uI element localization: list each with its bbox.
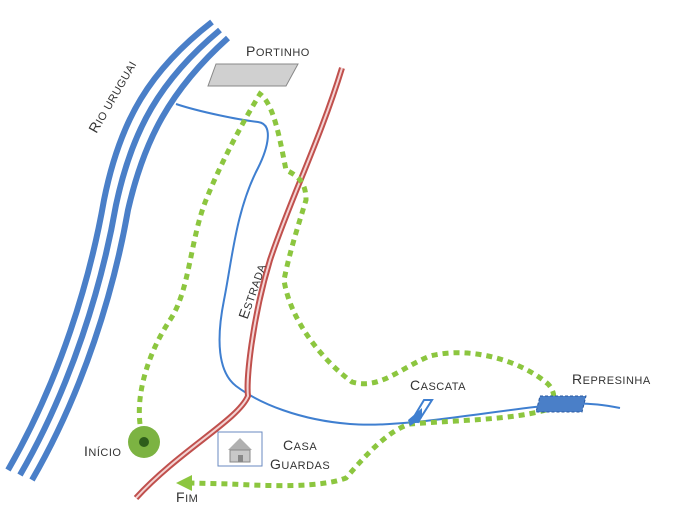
cascata-label: Cascata: [410, 377, 467, 393]
casa-label-line1: Casa: [283, 437, 318, 453]
portinho-dock: [207, 63, 299, 87]
rio-uruguai-river: [5, 19, 231, 482]
estrada-road: [133, 67, 345, 501]
portinho-label: Portinho: [246, 43, 310, 59]
represinha-label: Represinha: [572, 371, 651, 387]
stream: [175, 103, 621, 426]
waterfall-icon: [408, 399, 434, 426]
casa-label-line2: Guardas: [270, 456, 331, 472]
trail: [136, 90, 557, 489]
fim-label: Fim: [176, 489, 199, 505]
start-marker-icon: [128, 426, 160, 458]
arrow-left-icon: [176, 475, 192, 491]
inicio-label: Início: [84, 443, 122, 459]
casa-guardas-label: Casa Guardas: [270, 438, 330, 476]
represinha-reservoir: [535, 395, 587, 413]
house-icon: [217, 431, 263, 467]
